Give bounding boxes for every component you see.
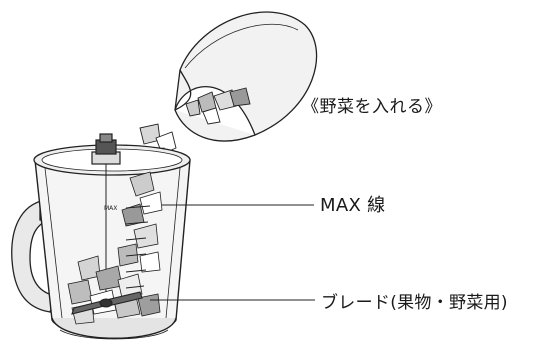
- vegetable-pieces-bowl: [185, 87, 251, 125]
- vegetable-pieces-jar: [67, 171, 163, 325]
- blade-label: ブレード(果物・野菜用): [321, 293, 508, 313]
- pouring-bowl: [174, 11, 318, 142]
- jar-body: [34, 159, 191, 340]
- leader-lines: [150, 204, 315, 301]
- add-vegetables-label: 《野菜を入れる》: [302, 97, 442, 117]
- blade: [71, 291, 143, 315]
- max-line-label: MAX 線: [320, 195, 386, 216]
- scale-markings: MAX: [104, 205, 151, 289]
- max-mark: MAX: [104, 205, 117, 212]
- center-spindle: [91, 133, 121, 300]
